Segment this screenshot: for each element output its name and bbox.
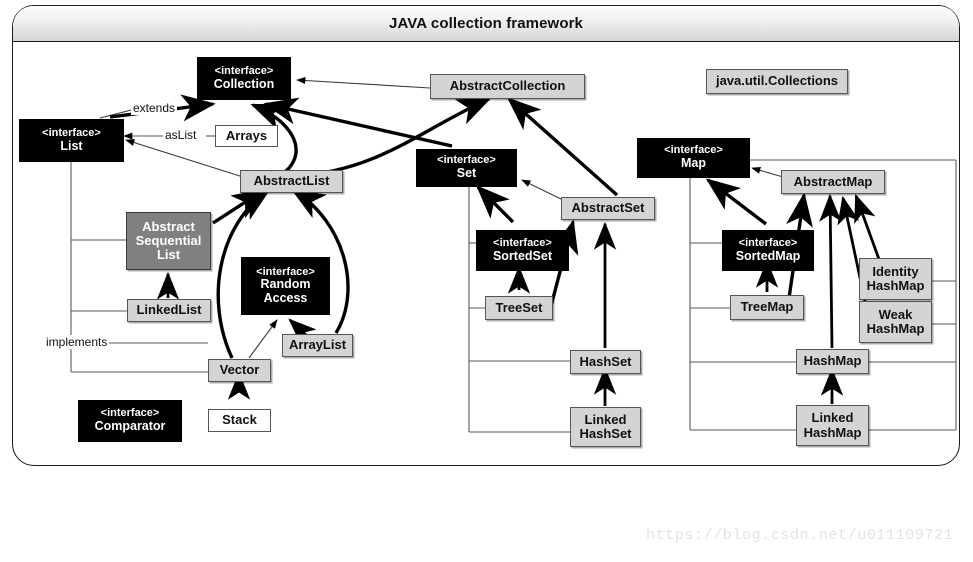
page-title: JAVA collection framework (389, 15, 583, 32)
node-label: HashSet (579, 353, 632, 369)
node-label: ArrayList (288, 337, 347, 353)
node-weak-hash-map[interactable]: Weak HashMap (859, 301, 932, 343)
node-abstract-list[interactable]: AbstractList (240, 170, 343, 193)
node-linked-hash-map[interactable]: Linked HashMap (796, 405, 869, 446)
node-label: LinkedList (136, 302, 202, 318)
node-label: SortedSet (492, 248, 553, 263)
node-label: Stack (222, 412, 257, 428)
node-label: Random Access (260, 277, 311, 305)
node-label: AbstractMap (793, 173, 873, 189)
node-label: Comparator (94, 419, 166, 434)
stereotype-label: <interface> (42, 126, 101, 139)
node-linked-list[interactable]: LinkedList (127, 299, 211, 322)
node-tree-map[interactable]: TreeMap (730, 295, 804, 320)
node-label: Abstract Sequential List (135, 218, 202, 263)
edge-label-as-list: asList (163, 128, 199, 142)
node-label: List (60, 138, 83, 153)
node-label: TreeMap (740, 299, 794, 315)
node-linked-hash-set[interactable]: Linked HashSet (570, 407, 641, 447)
node-identity-hash-map[interactable]: Identity HashMap (859, 258, 932, 300)
stereotype-label: <interface> (664, 144, 723, 157)
node-label: Arrays (225, 127, 268, 143)
stereotype-label: <interface> (214, 64, 274, 77)
stereotype-label: <interface> (437, 154, 496, 167)
node-abstract-collection[interactable]: AbstractCollection (430, 74, 585, 99)
window-titlebar: JAVA collection framework (13, 6, 959, 42)
node-arrays[interactable]: Arrays (215, 125, 278, 147)
node-comparator[interactable]: <interface> Comparator (78, 400, 182, 442)
node-sorted-map[interactable]: <interface> SortedMap (722, 230, 814, 271)
node-tree-set[interactable]: TreeSet (485, 296, 553, 320)
node-java-util-collections[interactable]: java.util.Collections (706, 69, 848, 94)
stereotype-label: <interface> (493, 236, 552, 249)
node-stack[interactable]: Stack (208, 409, 271, 432)
node-vector[interactable]: Vector (208, 359, 271, 382)
node-array-list[interactable]: ArrayList (282, 334, 353, 357)
node-label: HashMap (803, 353, 862, 369)
node-random-access[interactable]: <interface> Random Access (241, 257, 330, 315)
node-label: java.util.Collections (715, 73, 839, 89)
node-sorted-set[interactable]: <interface> SortedSet (476, 230, 569, 271)
node-label: Set (456, 166, 477, 181)
node-label: Identity HashMap (866, 263, 925, 293)
node-hash-set[interactable]: HashSet (570, 350, 641, 374)
node-label: AbstractList (253, 173, 330, 189)
node-label: Linked HashSet (579, 411, 632, 441)
node-abstract-sequential-list[interactable]: Abstract Sequential List (126, 212, 211, 270)
node-label: Map (681, 156, 706, 171)
node-label: Vector (219, 362, 260, 378)
node-label: Linked HashMap (803, 410, 862, 440)
node-list[interactable]: <interface> List (19, 119, 124, 162)
edge-label-implements: implements (44, 335, 110, 349)
node-label: TreeSet (495, 299, 543, 315)
node-abstract-map[interactable]: AbstractMap (781, 170, 885, 194)
node-label: AbstractSet (571, 200, 645, 216)
node-map[interactable]: <interface> Map (637, 138, 750, 178)
node-set[interactable]: <interface> Set (416, 149, 517, 187)
node-hash-map[interactable]: HashMap (796, 349, 869, 374)
node-abstract-set[interactable]: AbstractSet (561, 197, 655, 220)
watermark-text: https://blog.csdn.net/u011109721 (646, 527, 954, 544)
node-label: Collection (213, 76, 275, 91)
node-collection[interactable]: <interface> Collection (197, 57, 291, 100)
node-label: AbstractCollection (449, 78, 566, 94)
node-label: SortedMap (735, 248, 801, 263)
stereotype-label: <interface> (100, 407, 160, 420)
stereotype-label: <interface> (256, 265, 315, 278)
node-label: Weak HashMap (866, 306, 925, 336)
stereotype-label: <interface> (738, 236, 798, 249)
edge-label-extends: extends (131, 101, 178, 115)
